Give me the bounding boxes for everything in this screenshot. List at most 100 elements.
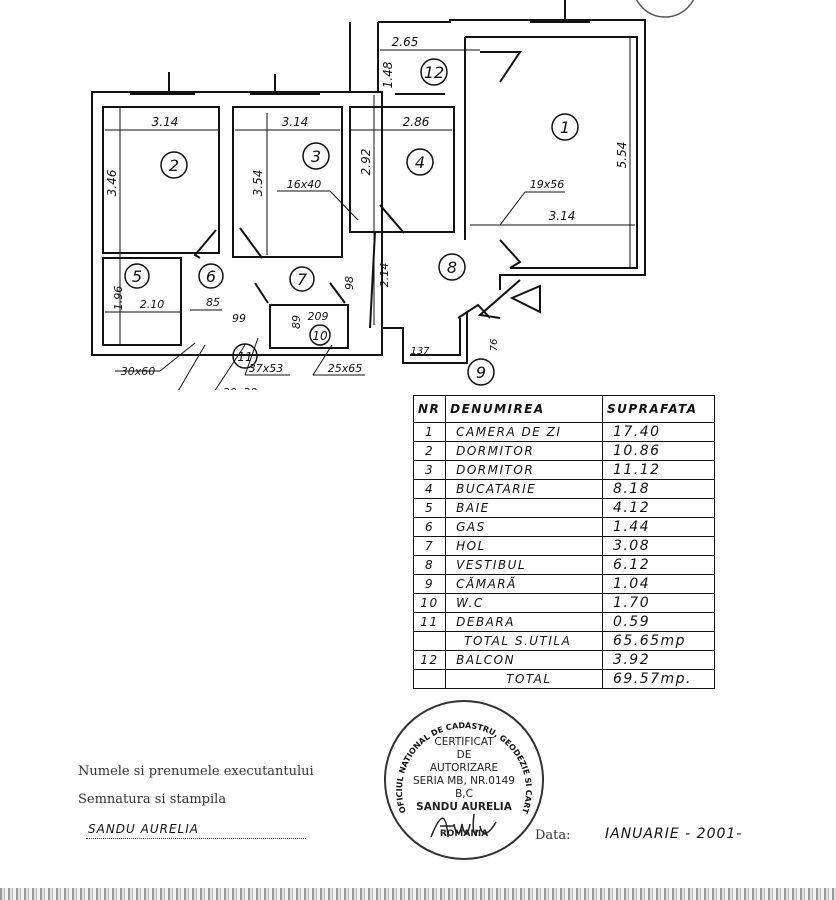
row-nr: 9	[412, 574, 447, 594]
room-marker-12: 12	[424, 63, 444, 82]
stamp-line: AUTORIZARE	[429, 762, 499, 774]
dim-label: 37x53	[249, 362, 284, 375]
dim-label: 98	[343, 276, 356, 290]
row-area: 4.12	[601, 498, 716, 518]
row-nr: 10	[412, 593, 447, 613]
room-marker-3: 3	[311, 147, 321, 166]
signature	[430, 813, 497, 838]
dim-label: 89	[290, 315, 303, 329]
name-underline	[86, 838, 306, 839]
row-name: DORMITOR	[445, 441, 603, 461]
row-nr: 2	[412, 441, 447, 461]
row-area: 3.92	[601, 650, 716, 670]
row-nr	[412, 669, 447, 689]
row-name: W.C	[445, 593, 603, 613]
row-area: 3.08	[601, 536, 716, 556]
row-name: HOL	[445, 536, 603, 556]
dim-label: 3.14	[152, 115, 179, 129]
row-name: VESTIBUL	[445, 555, 603, 575]
row-nr: 7	[412, 536, 447, 556]
entrance-triangle	[509, 284, 541, 314]
row-name: DEBARA	[445, 612, 603, 632]
wall-west-block	[91, 91, 383, 356]
row-name: CAMERA DE ZI	[445, 422, 603, 442]
row-nr: 1	[412, 422, 447, 442]
date-label: Data:	[535, 828, 571, 843]
authorization-stamp: OFICIUL NATIONAL DE CADASTRU, GEODEZIE S…	[384, 700, 544, 860]
dim-label: 3.54	[251, 170, 265, 197]
door-room-11	[254, 282, 269, 304]
room-marker-10: 10	[312, 329, 328, 343]
stamp-name: SANDU AURELIA	[416, 801, 512, 813]
stamp-ring: OFICIUL NATIONAL DE CADASTRU, GEODEZIE S…	[386, 702, 533, 815]
row-area: 10.86	[601, 441, 716, 461]
table-header-row: NR DENUMIREA SUPRAFATA	[412, 395, 716, 423]
room-marker-7: 7	[297, 270, 308, 289]
row-area: 8.18	[601, 479, 716, 499]
row-area: 0.59	[601, 612, 716, 632]
room-marker-2: 2	[169, 156, 179, 175]
row-area: 11.12	[601, 460, 716, 480]
room-marker-6: 6	[206, 267, 216, 286]
stamp-line: B,C	[455, 788, 473, 800]
row-nr: 5	[412, 498, 447, 518]
room-5-outline	[102, 257, 182, 346]
row-area: 1.04	[601, 574, 716, 594]
date-value: IANUARIE - 2001-	[605, 826, 743, 842]
room-marker-4: 4	[415, 153, 425, 172]
room-marker-8: 8	[447, 258, 457, 277]
room-1-outer-wall	[378, 19, 646, 290]
dim-label: 209	[308, 310, 329, 323]
row-area: 65.65mp	[601, 631, 716, 651]
dim-label: 1.48	[381, 61, 395, 88]
dim-label: 30x60	[121, 365, 156, 378]
room-1-inner-wall	[465, 36, 638, 269]
door-balcony	[480, 51, 522, 83]
door-entrance	[477, 279, 521, 319]
executant-label: Numele si prenumele executantului	[78, 764, 314, 779]
dim-label: 3.46	[105, 169, 119, 196]
dim-label: 3.14	[549, 209, 576, 223]
row-area: 17.40	[601, 422, 716, 442]
dim-label: 2.65	[392, 35, 419, 49]
dim-label: 3.14	[282, 115, 309, 129]
door-room-2	[193, 229, 217, 259]
row-nr: 4	[412, 479, 447, 499]
room-marker-5: 5	[132, 267, 142, 286]
dim-label: 2.86	[403, 115, 430, 129]
row-area: 6.12	[601, 555, 716, 575]
room-10-outline	[269, 304, 349, 349]
row-name: DORMITOR	[445, 460, 603, 480]
row-nr: 6	[412, 517, 447, 537]
row-nr: 12	[412, 650, 447, 670]
row-area: 1.44	[601, 517, 716, 537]
door-room-1	[499, 239, 522, 269]
col-header-name: DENUMIREA	[445, 395, 603, 423]
floor-plan: 1 2 3 4 5 6 7 8 9 10 11 12 2.65 1.48 3.1…	[91, 0, 695, 390]
dim-label: 99	[232, 312, 246, 325]
col-header-nr: NR	[412, 395, 447, 423]
dim-label: 85	[206, 296, 220, 309]
door-room-10	[329, 282, 346, 304]
door-room-4	[379, 204, 405, 234]
dim-label: 76	[489, 339, 500, 352]
stamp-line: CERTIFICAT	[434, 736, 494, 748]
row-area: 69.57mp.	[601, 669, 716, 689]
partial-stamp	[635, 0, 695, 18]
row-nr: 3	[412, 460, 447, 480]
executant-name: SANDU AURELIA	[88, 822, 199, 836]
dim-label: 2.92	[359, 149, 373, 176]
room-9-inner	[410, 318, 461, 356]
room-marker-1: 1	[560, 118, 570, 137]
col-header-area: SUPRAFATA	[601, 395, 716, 423]
dim-label: 30x30	[223, 386, 258, 390]
row-name: BUCATARIE	[445, 479, 603, 499]
